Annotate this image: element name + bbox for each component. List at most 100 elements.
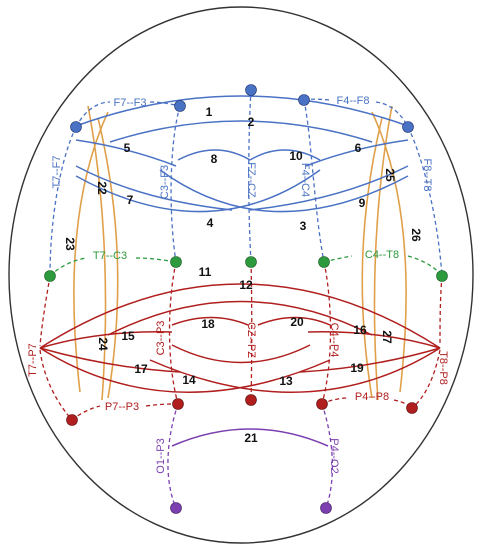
connection-10 bbox=[249, 149, 321, 161]
label-fz-cz: FZ--CZ bbox=[245, 162, 257, 198]
electrode-p8 bbox=[406, 402, 418, 414]
stroke-t7-c3b bbox=[135, 257, 177, 263]
electrode-p3 bbox=[172, 398, 184, 410]
connection-21 bbox=[171, 428, 329, 447]
connection-number: 9 bbox=[359, 196, 366, 210]
connection-27 bbox=[361, 117, 383, 399]
label-p4-p8: P4--P8 bbox=[355, 391, 389, 403]
connection-14 bbox=[39, 347, 331, 393]
occipital-electrodes bbox=[170, 502, 332, 514]
electrode-pz bbox=[245, 394, 257, 406]
label-c4-t8: C4--T8 bbox=[365, 249, 399, 261]
electrode-p7 bbox=[66, 414, 78, 426]
stroke-f4-c4 bbox=[303, 99, 325, 263]
electrode-fz bbox=[245, 84, 257, 96]
electrode-f7 bbox=[70, 121, 82, 133]
occipital-channel-labels: O1--P3 P4--O2 bbox=[155, 438, 340, 473]
electrode-t7 bbox=[44, 270, 56, 282]
connection-number: 18 bbox=[201, 317, 215, 331]
connection-number: 25 bbox=[383, 168, 397, 182]
connection-numbers: 1 2 3 4 5 6 7 8 9 10 11 12 13 14 15 16 1… bbox=[63, 105, 423, 445]
stroke-t7-c3 bbox=[49, 257, 87, 277]
connection-13 bbox=[149, 347, 441, 393]
connection-number: 20 bbox=[290, 315, 304, 329]
connection-6 bbox=[305, 139, 409, 167]
central-electrodes bbox=[44, 256, 448, 282]
connection-26 bbox=[373, 105, 393, 401]
stroke-t7-p7-up bbox=[39, 275, 51, 347]
electrode-p4 bbox=[316, 398, 328, 410]
connection-3 bbox=[159, 169, 409, 213]
connection-17 bbox=[39, 347, 181, 373]
central-channel-labels: T7--C3 C4--T8 bbox=[93, 249, 399, 262]
connection-1 bbox=[75, 95, 409, 127]
head-outline bbox=[8, 6, 474, 544]
stroke-o1-p3 bbox=[167, 403, 179, 509]
connection-number: 27 bbox=[380, 330, 394, 344]
connection-number: 11 bbox=[199, 265, 212, 279]
electrode-f4 bbox=[298, 94, 310, 106]
connection-number: 1 bbox=[206, 105, 213, 119]
parietal-channel-labels: T7--P7 C3--P3 CZ--PZ C4--P4 T8--P8 P7--P… bbox=[27, 321, 449, 413]
connection-number: 4 bbox=[207, 216, 214, 230]
connection-15 bbox=[39, 331, 173, 349]
label-f4-c4: F4--C4 bbox=[299, 163, 311, 197]
label-f8-t8: F8--T8 bbox=[421, 159, 433, 192]
connection-19 bbox=[299, 347, 441, 373]
stroke-t7-f7 bbox=[49, 126, 77, 277]
label-cz-pz: CZ--PZ bbox=[245, 322, 257, 358]
stroke-f8-t8 bbox=[407, 126, 443, 277]
connection-x1 bbox=[171, 344, 311, 364]
connection-5 bbox=[75, 139, 177, 167]
connection-number: 21 bbox=[244, 431, 258, 445]
parietal-electrodes bbox=[66, 394, 418, 426]
connection-number: 15 bbox=[121, 329, 135, 343]
long-range-connections bbox=[73, 105, 407, 401]
connection-number: 3 bbox=[300, 219, 307, 233]
electrode-o2 bbox=[320, 502, 332, 514]
stroke-c4-t8b bbox=[407, 255, 443, 277]
label-f4-f8: F4--F8 bbox=[337, 95, 370, 107]
stroke-t7-p7-dn bbox=[39, 349, 73, 421]
electrode-f8 bbox=[402, 121, 414, 133]
connection-number: 6 bbox=[355, 141, 362, 155]
stroke-c3-p3 bbox=[168, 261, 179, 405]
occipital-channel-strokes bbox=[167, 403, 334, 509]
parietal-connections bbox=[39, 283, 441, 393]
stroke-c4-p4 bbox=[321, 261, 332, 405]
label-f7-f3: F7--F3 bbox=[114, 97, 147, 109]
stroke-p4-p8b bbox=[393, 399, 413, 409]
electrode-o1 bbox=[170, 502, 182, 514]
connection-number: 19 bbox=[350, 361, 364, 375]
connection-7 bbox=[75, 165, 233, 211]
stroke-fz-cz bbox=[248, 89, 252, 263]
label-p4-o2: P4--O2 bbox=[328, 438, 340, 473]
label-p7-p3: P7--P3 bbox=[105, 401, 139, 413]
connection-8 bbox=[177, 149, 251, 161]
label-t7-f7: T7--F7 bbox=[51, 156, 63, 189]
connection-number: 10 bbox=[289, 149, 303, 163]
frontal-channel-labels: F7--F3 F4--F8 T7--F7 C3--F3 FZ--CZ F4--C… bbox=[51, 95, 433, 199]
stroke-p4-o2 bbox=[321, 403, 334, 509]
label-t7-c3: T7--C3 bbox=[93, 250, 127, 262]
connection-4 bbox=[75, 169, 321, 213]
electrode-c3 bbox=[170, 256, 182, 268]
connection-number: 8 bbox=[211, 152, 218, 166]
electrode-f3 bbox=[174, 100, 186, 112]
connection-number: 22 bbox=[95, 181, 109, 195]
label-t8-p8: T8--P8 bbox=[437, 351, 449, 385]
connection-24 bbox=[97, 117, 119, 399]
stroke-f7-f3b bbox=[149, 101, 181, 107]
connection-9 bbox=[249, 165, 409, 211]
label-o1-p3: O1--P3 bbox=[155, 438, 167, 473]
connection-number: 2 bbox=[248, 115, 255, 129]
connection-number: 13 bbox=[279, 374, 293, 388]
connection-25 bbox=[371, 111, 407, 393]
connection-number: 17 bbox=[134, 362, 148, 376]
stroke-t8-p8-up bbox=[439, 275, 443, 347]
connection-number: 23 bbox=[63, 237, 77, 251]
label-c3-p3: C3--P3 bbox=[155, 321, 167, 356]
electrode-t8 bbox=[436, 270, 448, 282]
